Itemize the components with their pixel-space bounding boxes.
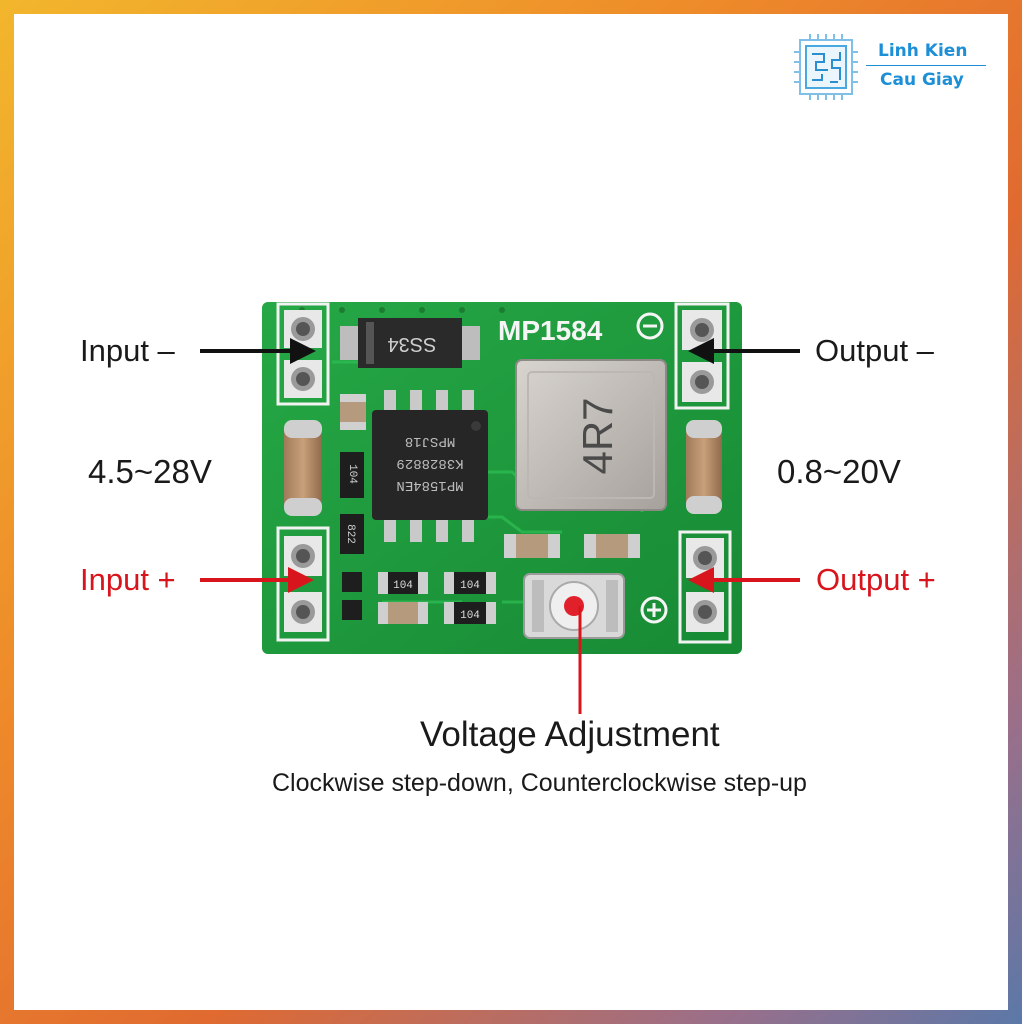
- diode-marking: SS34: [388, 333, 437, 355]
- potentiometer: [523, 573, 625, 639]
- arrow-output-plus: [688, 567, 800, 593]
- resistor-group: 104 822 104 104 104: [340, 394, 640, 624]
- resistor-marking-3: 104: [460, 580, 480, 592]
- silkscreen-title: MP1584: [498, 315, 603, 346]
- label-output-minus: Output –: [815, 333, 934, 368]
- terminal-output-plus: [678, 530, 732, 644]
- capacitor-right: [686, 420, 722, 514]
- inductor-marking: 4R7: [574, 397, 621, 474]
- label-output-plus: Output +: [816, 562, 936, 597]
- capacitor-left: [284, 420, 322, 516]
- brand-line-2: Cau Giay: [880, 70, 964, 90]
- mp1584-module: SS34 MP1584 4R7 MP1584EN K3828829 MPSJ18: [262, 302, 742, 654]
- arrow-voltage-adjustment: [578, 606, 582, 714]
- terminal-output-minus: [674, 302, 730, 410]
- terminal-input-minus: [276, 302, 330, 406]
- voltage-adjustment-subtitle: Clockwise step-down, Counterclockwise st…: [272, 769, 807, 797]
- resistor-marking-1: 104: [346, 464, 358, 484]
- resistor-marking-5: 822: [344, 524, 356, 544]
- ic-marking-line-1: MP1584EN: [396, 477, 463, 493]
- silkscreen-plus-icon: [640, 596, 668, 624]
- voltage-adjustment-title: Voltage Adjustment: [420, 715, 720, 754]
- terminal-input-plus: [276, 526, 330, 642]
- arrow-input-minus: [200, 338, 316, 364]
- brand-logo: Linh Kien Cau Giay: [794, 34, 994, 100]
- circuit-chip-icon: [794, 34, 858, 100]
- brand-line-1: Linh Kien: [878, 41, 968, 61]
- arrow-output-minus: [688, 338, 800, 364]
- label-input-voltage: 4.5~28V: [88, 453, 212, 490]
- label-output-voltage: 0.8~20V: [777, 453, 901, 490]
- ic-marking-line-3: MPSJ18: [405, 433, 455, 449]
- schottky-diode: SS34: [340, 318, 480, 368]
- silkscreen-minus-icon: [636, 312, 664, 340]
- label-input-plus: Input +: [80, 562, 176, 597]
- brand-divider: [866, 65, 986, 66]
- label-input-minus: Input –: [80, 333, 175, 368]
- ic-marking-line-2: K3828829: [396, 455, 463, 471]
- resistor-marking-2: 104: [393, 580, 413, 592]
- ic-chip: MP1584EN K3828829 MPSJ18: [372, 390, 488, 542]
- inductor: 4R7: [515, 359, 667, 511]
- resistor-marking-4: 104: [460, 610, 480, 622]
- arrow-input-plus: [200, 567, 314, 593]
